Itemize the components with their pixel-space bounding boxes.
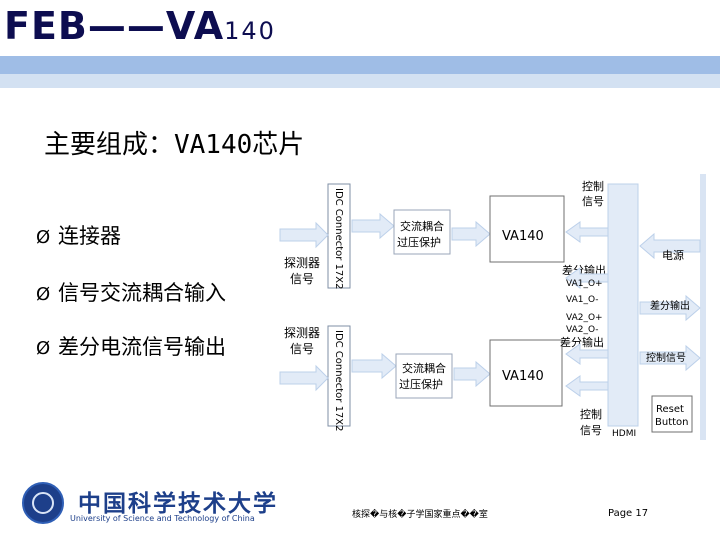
ac-coupling-label: 过压保护 — [399, 377, 443, 391]
header-band-dark — [0, 56, 720, 74]
power-label: 电源 — [662, 248, 684, 262]
bullet-marker: Ø — [36, 284, 51, 305]
coupling-arrow-top — [451, 220, 491, 248]
bullet-text: 信号交流耦合输入 — [58, 281, 226, 305]
bullet-text: 连接器 — [58, 224, 121, 248]
university-name-en: University of Science and Technology of … — [70, 514, 255, 523]
slide-title-number: 140 — [224, 17, 276, 45]
input-arrow-top — [279, 221, 329, 249]
page-number: Page 17 — [608, 508, 649, 519]
va1-line: VA1_O+ — [566, 279, 603, 289]
bullet-item: Ø 信号交流耦合输入 — [36, 277, 226, 307]
reset-button-label: Button — [655, 417, 689, 428]
coupling-arrow-bottom — [453, 360, 491, 388]
bullet-item: Ø 连接器 — [36, 220, 121, 250]
slide-title: FEB——VA140 — [4, 4, 276, 48]
right-diff-output-arrow — [639, 294, 701, 322]
idc-connector-bottom — [327, 325, 351, 427]
connector-arrow-top — [351, 212, 395, 240]
va140-chip-bottom — [489, 339, 563, 407]
detector-signal-label: 探测器 — [284, 326, 320, 340]
slide-title-main: FEB——VA — [4, 4, 225, 48]
power-arrow — [639, 232, 701, 260]
control-arrow-bottom — [565, 375, 609, 397]
university-logo-icon — [22, 482, 64, 524]
ac-coupling-box-bottom — [395, 353, 453, 399]
slide-subtitle: 主要组成：VA140芯片 — [44, 130, 305, 160]
idc-connector-label: IDC Connector 17X2 — [333, 188, 344, 290]
control-signal-label: 控制 — [582, 179, 604, 193]
university-name-cn: 中国科学技术大学 — [78, 490, 278, 517]
diff-output-arrow-bottom — [565, 343, 609, 365]
right-control-label: 控制信号 — [646, 351, 686, 364]
right-diff-output-label: 差分输出 — [650, 299, 690, 312]
control-arrow-top — [565, 221, 609, 243]
ac-coupling-label: 过压保护 — [397, 235, 441, 249]
diff-output-label: 差分输出 — [560, 335, 604, 349]
right-edge-bar — [700, 174, 706, 440]
va1-line: VA1_O- — [566, 295, 599, 305]
lab-name: 核探�与核�子学国家重点��室 — [352, 510, 488, 520]
detector-signal-label: 信号 — [290, 272, 314, 286]
reset-button-box — [651, 395, 693, 433]
control-signal-label: 信号 — [582, 195, 604, 208]
signal-bus — [607, 183, 639, 427]
bullet-marker: Ø — [36, 227, 51, 248]
ac-coupling-label: 交流耦合 — [400, 219, 444, 233]
control-signal-label: 信号 — [580, 424, 602, 437]
va140-chip-label: VA140 — [502, 229, 544, 244]
idc-connector-label: IDC Connector 17X2 — [333, 330, 344, 432]
va140-chip-label: VA140 — [502, 369, 544, 384]
detector-signal-label: 信号 — [290, 342, 314, 356]
bullet-text: 差分电流信号输出 — [58, 335, 226, 359]
bullet-item: Ø 差分电流信号输出 — [36, 331, 226, 361]
reset-button-label: Reset — [656, 404, 684, 415]
detector-signal-label: 探测器 — [284, 256, 320, 270]
header-band-light — [0, 74, 720, 88]
va2-line: VA2_O- — [566, 325, 599, 335]
right-control-arrow — [639, 344, 701, 372]
diff-output-arrow-top — [565, 267, 609, 289]
block-diagram: IDC Connector 17X2 IDC Connector 17X2 探测… — [279, 174, 706, 440]
idc-connector-top — [327, 183, 351, 289]
connector-arrow-bottom — [351, 352, 397, 380]
ac-coupling-label: 交流耦合 — [402, 361, 446, 375]
ac-coupling-box-top — [393, 209, 451, 255]
control-signal-label: 控制 — [580, 407, 602, 421]
bullet-marker: Ø — [36, 338, 51, 359]
va140-chip-top — [489, 195, 565, 263]
va2-line: VA2_O+ — [566, 313, 603, 323]
input-arrow-bottom — [279, 364, 329, 392]
hdmi-label: HDMI — [612, 429, 636, 439]
